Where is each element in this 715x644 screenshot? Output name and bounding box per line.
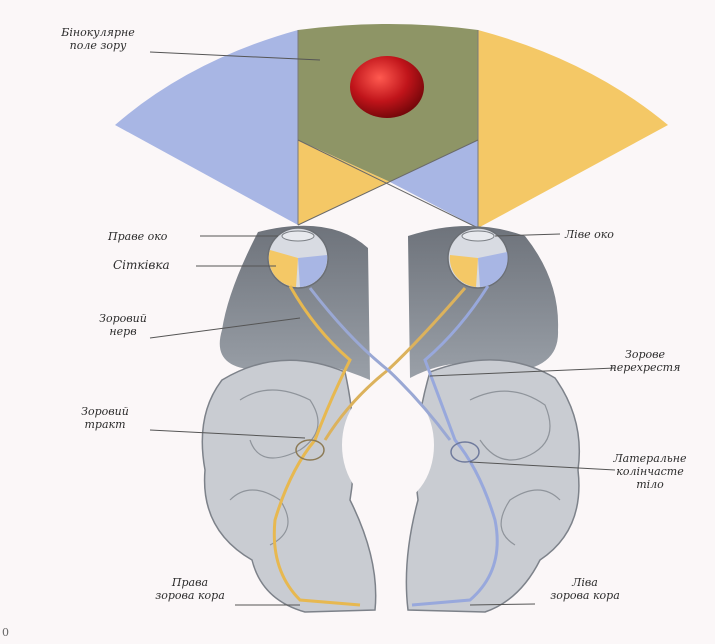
left-hemisphere-posterior	[202, 360, 375, 612]
right-eye	[268, 228, 328, 288]
label-retina: Сітківка	[113, 259, 170, 272]
label-lateral-geniculate-body: Латеральне колінчасте тіло	[605, 452, 695, 491]
label-right-visual-cortex: Права зорова кора	[140, 576, 240, 602]
label-optic-nerve: Зоровий нерв	[88, 312, 158, 338]
label-left-visual-cortex: Ліва зорова кора	[535, 576, 635, 602]
page-marker: 0	[2, 626, 9, 639]
label-binocular-field: Бінокулярне поле зору	[48, 26, 148, 52]
left-eye	[448, 228, 508, 288]
right-hemisphere-posterior	[406, 360, 579, 612]
label-optic-chiasm: Зорове перехрестя	[590, 348, 700, 374]
left-field-blue	[115, 30, 298, 225]
brain	[202, 226, 579, 612]
label-left-eye: Ліве око	[565, 228, 614, 241]
red-object	[350, 56, 424, 118]
right-field-yellow	[478, 30, 668, 228]
label-optic-tract: Зоровий тракт	[65, 405, 145, 431]
label-right-eye: Праве око	[108, 230, 167, 243]
